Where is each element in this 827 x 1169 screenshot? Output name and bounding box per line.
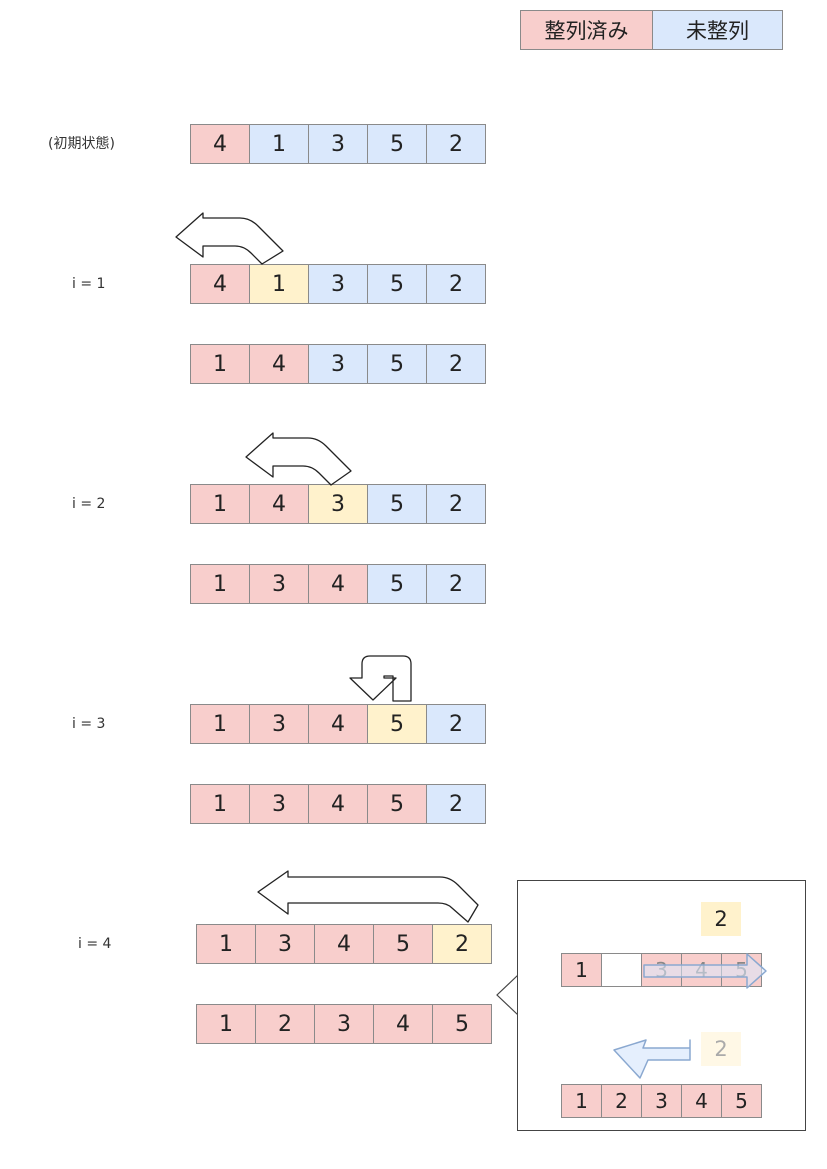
array-cell: 3 [308, 344, 368, 384]
inset-cell: 3 [641, 1084, 682, 1118]
array-cell: 2 [255, 1004, 315, 1044]
array-cell: 2 [426, 264, 486, 304]
legend-sorted: 整列済み [520, 10, 653, 50]
row-label-initial: (初期状態) [48, 136, 115, 152]
empty-slot [601, 953, 642, 987]
inset-cell: 1 [561, 953, 602, 987]
array-cell: 1 [196, 924, 256, 964]
row-label-i3: i = 3 [72, 716, 106, 732]
insert-arrow-i3-icon [349, 655, 412, 702]
array-cell: 5 [373, 924, 433, 964]
array-cell: 4 [190, 264, 250, 304]
row-label-i1: i = 1 [72, 276, 106, 292]
array-cell: 2 [426, 564, 486, 604]
insert-arrow-i1-icon [175, 212, 284, 265]
array-cell: 2 [426, 124, 486, 164]
array-cell: 3 [249, 784, 309, 824]
array-cell: 4 [249, 344, 309, 384]
array-cell: 1 [190, 484, 250, 524]
array-cell: 3 [255, 924, 315, 964]
array-cell: 1 [249, 124, 309, 164]
array-cell: 3 [308, 124, 368, 164]
array-cell: 4 [373, 1004, 433, 1044]
array-cell: 2 [426, 704, 486, 744]
array-cell: 2 [432, 924, 492, 964]
array-cell: 3 [249, 704, 309, 744]
faded-value-tag: 2 [701, 1032, 741, 1066]
array-cell: 2 [426, 344, 486, 384]
array-cell: 1 [190, 564, 250, 604]
array-cell: 4 [308, 784, 368, 824]
legend-unsorted: 未整列 [652, 10, 783, 50]
array-cell: 5 [367, 704, 427, 744]
insert-left-arrow-icon [613, 1039, 691, 1079]
array-cell: 2 [426, 484, 486, 524]
array-cell: 1 [190, 344, 250, 384]
array-cell: 5 [367, 124, 427, 164]
held-value-tag: 2 [701, 902, 741, 936]
array-cell: 4 [308, 704, 368, 744]
array-cell: 3 [314, 1004, 374, 1044]
inset-cell: 1 [561, 1084, 602, 1118]
inset-cell: 2 [601, 1084, 642, 1118]
inset-cell: 4 [681, 1084, 722, 1118]
array-cell: 5 [432, 1004, 492, 1044]
row-label-i4: i = 4 [78, 936, 112, 952]
array-cell: 1 [190, 704, 250, 744]
array-cell: 1 [196, 1004, 256, 1044]
array-cell: 4 [190, 124, 250, 164]
array-cell: 1 [190, 784, 250, 824]
insert-arrow-i2-icon [245, 432, 352, 486]
array-cell: 2 [426, 784, 486, 824]
array-cell: 3 [308, 484, 368, 524]
insert-arrow-i4-icon [257, 870, 479, 923]
array-cell: 4 [314, 924, 374, 964]
row-label-i2: i = 2 [72, 496, 106, 512]
array-cell: 3 [308, 264, 368, 304]
array-cell: 5 [367, 484, 427, 524]
shift-right-arrow-icon [643, 953, 767, 989]
array-cell: 1 [249, 264, 309, 304]
inset-cell: 5 [721, 1084, 762, 1118]
